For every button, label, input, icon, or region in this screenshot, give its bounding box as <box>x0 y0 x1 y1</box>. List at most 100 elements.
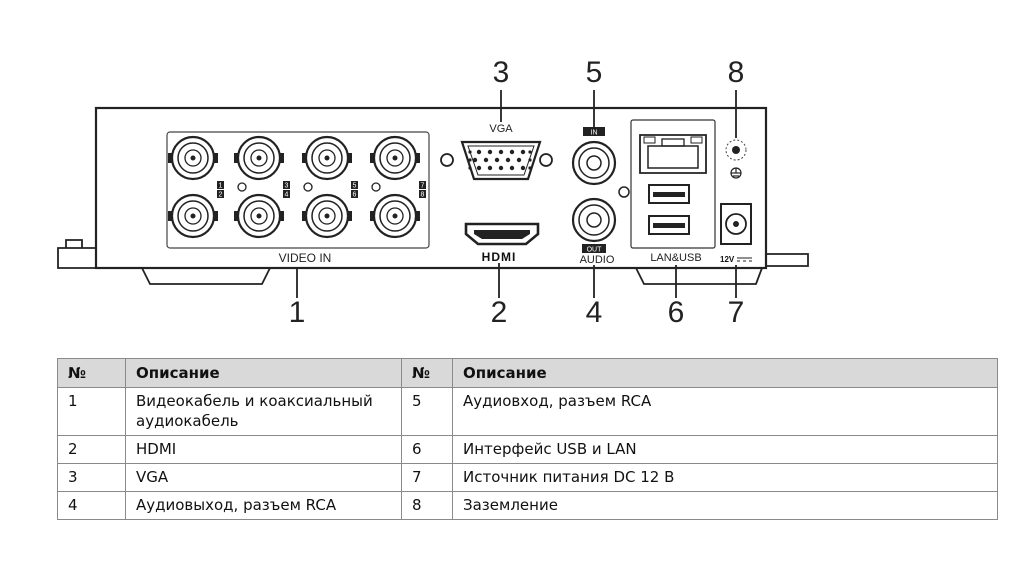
channel-number: 5 <box>353 183 357 190</box>
channel-number: 4 <box>285 192 289 199</box>
audio-ports: IN OUT AUDIO <box>571 127 630 266</box>
channel-number: 7 <box>421 183 425 190</box>
row-description: VGA <box>125 463 402 492</box>
audio-in-rca <box>571 140 617 186</box>
row-description: Видеокабель и коаксиальный аудиокабель <box>125 387 402 436</box>
ground-terminal <box>725 139 747 179</box>
bnc-connector <box>234 135 284 181</box>
bnc-connector <box>302 193 352 239</box>
callout-number: 8 <box>728 56 745 89</box>
bnc-connector <box>168 193 218 239</box>
row-description: Заземление <box>452 491 998 520</box>
vga-pin <box>498 165 504 171</box>
channel-number: 6 <box>353 192 357 199</box>
channel-tag <box>283 190 290 198</box>
bnc-connector <box>302 135 352 181</box>
power-port: 12V <box>720 203 752 264</box>
vga-pin <box>528 166 532 170</box>
bnc-connector <box>234 193 284 239</box>
table-row: 1 Видеокабель и коаксиальный аудиокабель… <box>57 387 998 436</box>
vga-pin <box>472 157 478 163</box>
row-number: 4 <box>57 491 126 520</box>
vga-pin <box>494 157 500 163</box>
vga-pin <box>520 165 526 171</box>
bnc-connector <box>168 135 218 181</box>
vga-pin <box>468 158 472 162</box>
lan-port <box>639 134 707 174</box>
audio-out-rca <box>571 197 617 243</box>
vga-pin <box>516 157 522 163</box>
table-row: 4 Аудиовыход, разъем RCA 8 Заземление <box>57 491 998 520</box>
vga-pin <box>487 165 493 171</box>
power-label: 12V <box>720 255 735 264</box>
row-number: 1 <box>57 387 126 436</box>
channel-tag <box>217 190 224 198</box>
vga-label: VGA <box>489 123 513 135</box>
vga-pin <box>505 157 511 163</box>
vga-pin <box>528 150 532 154</box>
indicator-hole <box>237 182 247 192</box>
table-row: 3 VGA 7 Источник питания DC 12 В <box>57 463 998 492</box>
callout-number: 5 <box>586 56 603 89</box>
channel-tag <box>351 190 358 198</box>
channel-tag <box>217 181 224 189</box>
callout-number: 7 <box>728 296 745 329</box>
row-number: 8 <box>401 491 453 520</box>
row-number: 3 <box>57 463 126 492</box>
row-number: 2 <box>57 435 126 464</box>
callouts: 1 2 3 4 5 6 7 8 <box>289 56 745 329</box>
vga-pin <box>476 149 482 155</box>
bnc-connector <box>370 135 420 181</box>
vga-pin <box>528 158 532 162</box>
vga-pin <box>483 157 489 163</box>
row-description: HDMI <box>125 435 402 464</box>
channel-tag <box>351 181 358 189</box>
usb-port-2 <box>648 215 690 235</box>
channel-number: 3 <box>285 183 289 190</box>
header-description-1: Описание <box>125 358 402 388</box>
channel-tag <box>283 181 290 189</box>
indicator-hole <box>303 182 313 192</box>
vga-pin <box>476 165 482 171</box>
row-number: 7 <box>401 463 453 492</box>
vga-pin <box>468 150 472 154</box>
header-number-1: № <box>57 358 126 388</box>
port-description-table: № Описание № Описание 1 Видеокабель и ко… <box>57 358 998 520</box>
lan-usb-block: LAN&USB <box>630 119 716 264</box>
callout-number: 3 <box>493 56 510 89</box>
row-description: Аудиовход, разъем RCA <box>452 387 998 436</box>
vga-pin <box>487 149 493 155</box>
hdmi-label: HDMI <box>482 250 517 264</box>
vga-port: VGA <box>440 123 553 181</box>
indicator-hole <box>371 182 381 192</box>
vga-pin <box>468 166 472 170</box>
audio-in-tag: IN <box>591 130 598 137</box>
usb-port-1 <box>648 184 690 204</box>
row-description: Аудиовыход, разъем RCA <box>125 491 402 520</box>
header-description-2: Описание <box>452 358 998 388</box>
header-number-2: № <box>401 358 453 388</box>
row-number: 6 <box>401 435 453 464</box>
mounting-flanges <box>57 239 809 269</box>
vga-pin <box>509 165 515 171</box>
callout-number: 4 <box>586 296 603 329</box>
channel-number: 1 <box>219 183 223 190</box>
channel-tag <box>419 181 426 189</box>
row-description: Интерфейс USB и LAN <box>452 435 998 464</box>
row-description: Источник питания DC 12 В <box>452 463 998 492</box>
callout-number: 1 <box>289 296 306 329</box>
table-header-row: № Описание № Описание <box>57 358 998 388</box>
audio-out-tag: OUT <box>587 247 603 254</box>
row-number: 5 <box>401 387 453 436</box>
audio-label: AUDIO <box>580 254 615 266</box>
vga-pins <box>468 149 532 171</box>
channel-number: 2 <box>219 192 223 199</box>
bnc-connector <box>370 193 420 239</box>
callout-number: 6 <box>668 296 685 329</box>
vga-pin <box>520 149 526 155</box>
callout-number: 2 <box>491 296 508 329</box>
ground-icon <box>730 167 742 179</box>
